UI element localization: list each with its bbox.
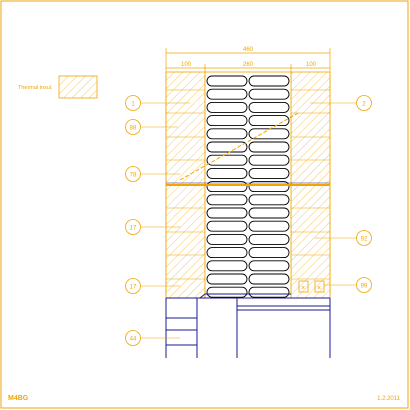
block-oval (248, 128, 290, 140)
callout-1: 1 (125, 95, 141, 111)
block-oval (206, 260, 248, 272)
block-oval (248, 141, 290, 153)
callout-92: 92 (356, 230, 372, 246)
block-ovals (206, 75, 290, 298)
block-oval (248, 115, 290, 127)
block-oval (206, 88, 248, 100)
block-oval (248, 247, 290, 259)
legend-insulation-swatch (58, 75, 98, 99)
block-oval (206, 75, 248, 87)
block-oval (248, 101, 290, 113)
svg-text:44: 44 (130, 337, 137, 343)
callout-88: 88 (125, 119, 141, 135)
block-oval (206, 101, 248, 113)
anchor-box-a (298, 280, 309, 293)
block-oval (248, 220, 290, 232)
block-oval (206, 286, 248, 298)
svg-text:78: 78 (130, 173, 137, 179)
block-oval (248, 273, 290, 285)
svg-text:88: 88 (130, 126, 137, 132)
block-oval (206, 247, 248, 259)
block-oval (206, 233, 248, 245)
svg-text:17: 17 (130, 226, 137, 232)
dimension-left: 100 (181, 62, 192, 68)
svg-text:2: 2 (362, 102, 366, 108)
block-oval (206, 141, 248, 153)
block-oval (248, 154, 290, 166)
callout-17-lower: 17 (125, 278, 141, 294)
dimension-overall: 460 (243, 47, 254, 53)
foundation-structure (165, 293, 331, 358)
anchor-box-b-mark: × (317, 285, 321, 292)
svg-text:1: 1 (131, 102, 135, 108)
block-oval (206, 207, 248, 219)
anchor-box-b (314, 280, 325, 293)
block-oval (248, 260, 290, 272)
block-oval (206, 167, 248, 179)
callout-44: 44 (125, 330, 141, 346)
block-oval (248, 88, 290, 100)
anchor-box-a-mark: × (301, 285, 305, 292)
block-oval (248, 233, 290, 245)
svg-text:17: 17 (130, 285, 137, 291)
callout-leaders (140, 102, 357, 339)
course-joints (166, 89, 330, 280)
legend-insulation-label: Thermal insul. (18, 85, 53, 91)
diagonal-tie (179, 111, 301, 181)
svg-text:92: 92 (361, 237, 368, 243)
block-oval (206, 273, 248, 285)
block-oval (248, 207, 290, 219)
block-oval (206, 128, 248, 140)
block-oval (206, 194, 248, 206)
dimension-right: 100 (306, 62, 317, 68)
footer-brand: M4BG (8, 395, 29, 402)
block-oval (206, 181, 248, 193)
dimension-middle: 260 (243, 62, 254, 68)
block-oval (248, 181, 290, 193)
callout-99: 99 (356, 277, 372, 293)
block-oval (248, 194, 290, 206)
block-oval (248, 286, 290, 298)
block-oval (248, 167, 290, 179)
callout-78: 78 (125, 166, 141, 182)
callout-2: 2 (356, 95, 372, 111)
block-oval (206, 115, 248, 127)
callout-17-upper: 17 (125, 219, 141, 235)
block-oval (206, 220, 248, 232)
svg-text:99: 99 (361, 284, 368, 290)
block-oval (248, 75, 290, 87)
block-oval (206, 154, 248, 166)
footer-date: 1.2.2011 (377, 396, 401, 402)
